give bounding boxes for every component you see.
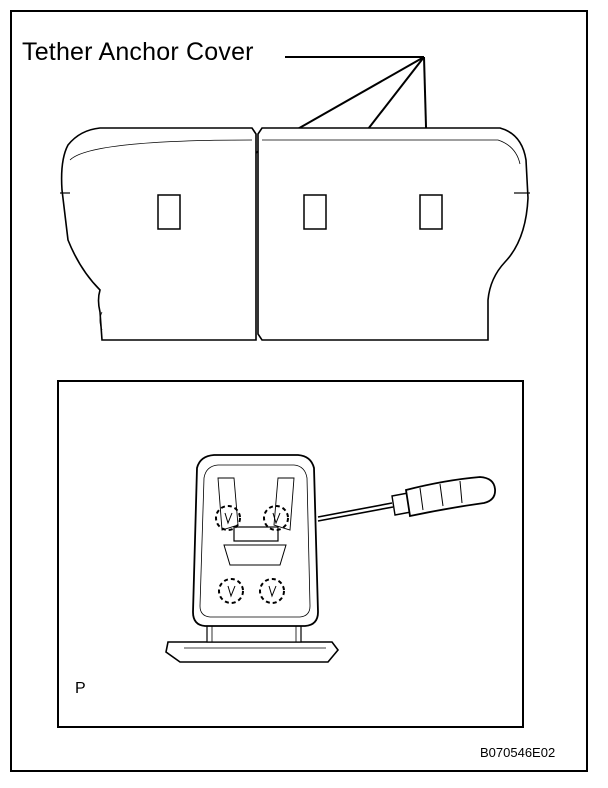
- right-seatback: [257, 127, 529, 341]
- left-seatback: [60, 127, 257, 341]
- cover-closeup: [165, 454, 340, 663]
- view-tag: P: [75, 680, 86, 697]
- callout-label-tether-anchor-cover: Tether Anchor Cover: [22, 38, 254, 66]
- detail-view-frame: [57, 380, 524, 728]
- tether-anchor-cover-right: [419, 194, 443, 230]
- figure-frame: [10, 10, 588, 772]
- screwdriver-icon: [317, 476, 496, 522]
- tether-anchor-cover-center: [303, 194, 327, 230]
- tether-anchor-cover-left: [157, 194, 181, 230]
- figure-id: B070546E02: [480, 745, 556, 760]
